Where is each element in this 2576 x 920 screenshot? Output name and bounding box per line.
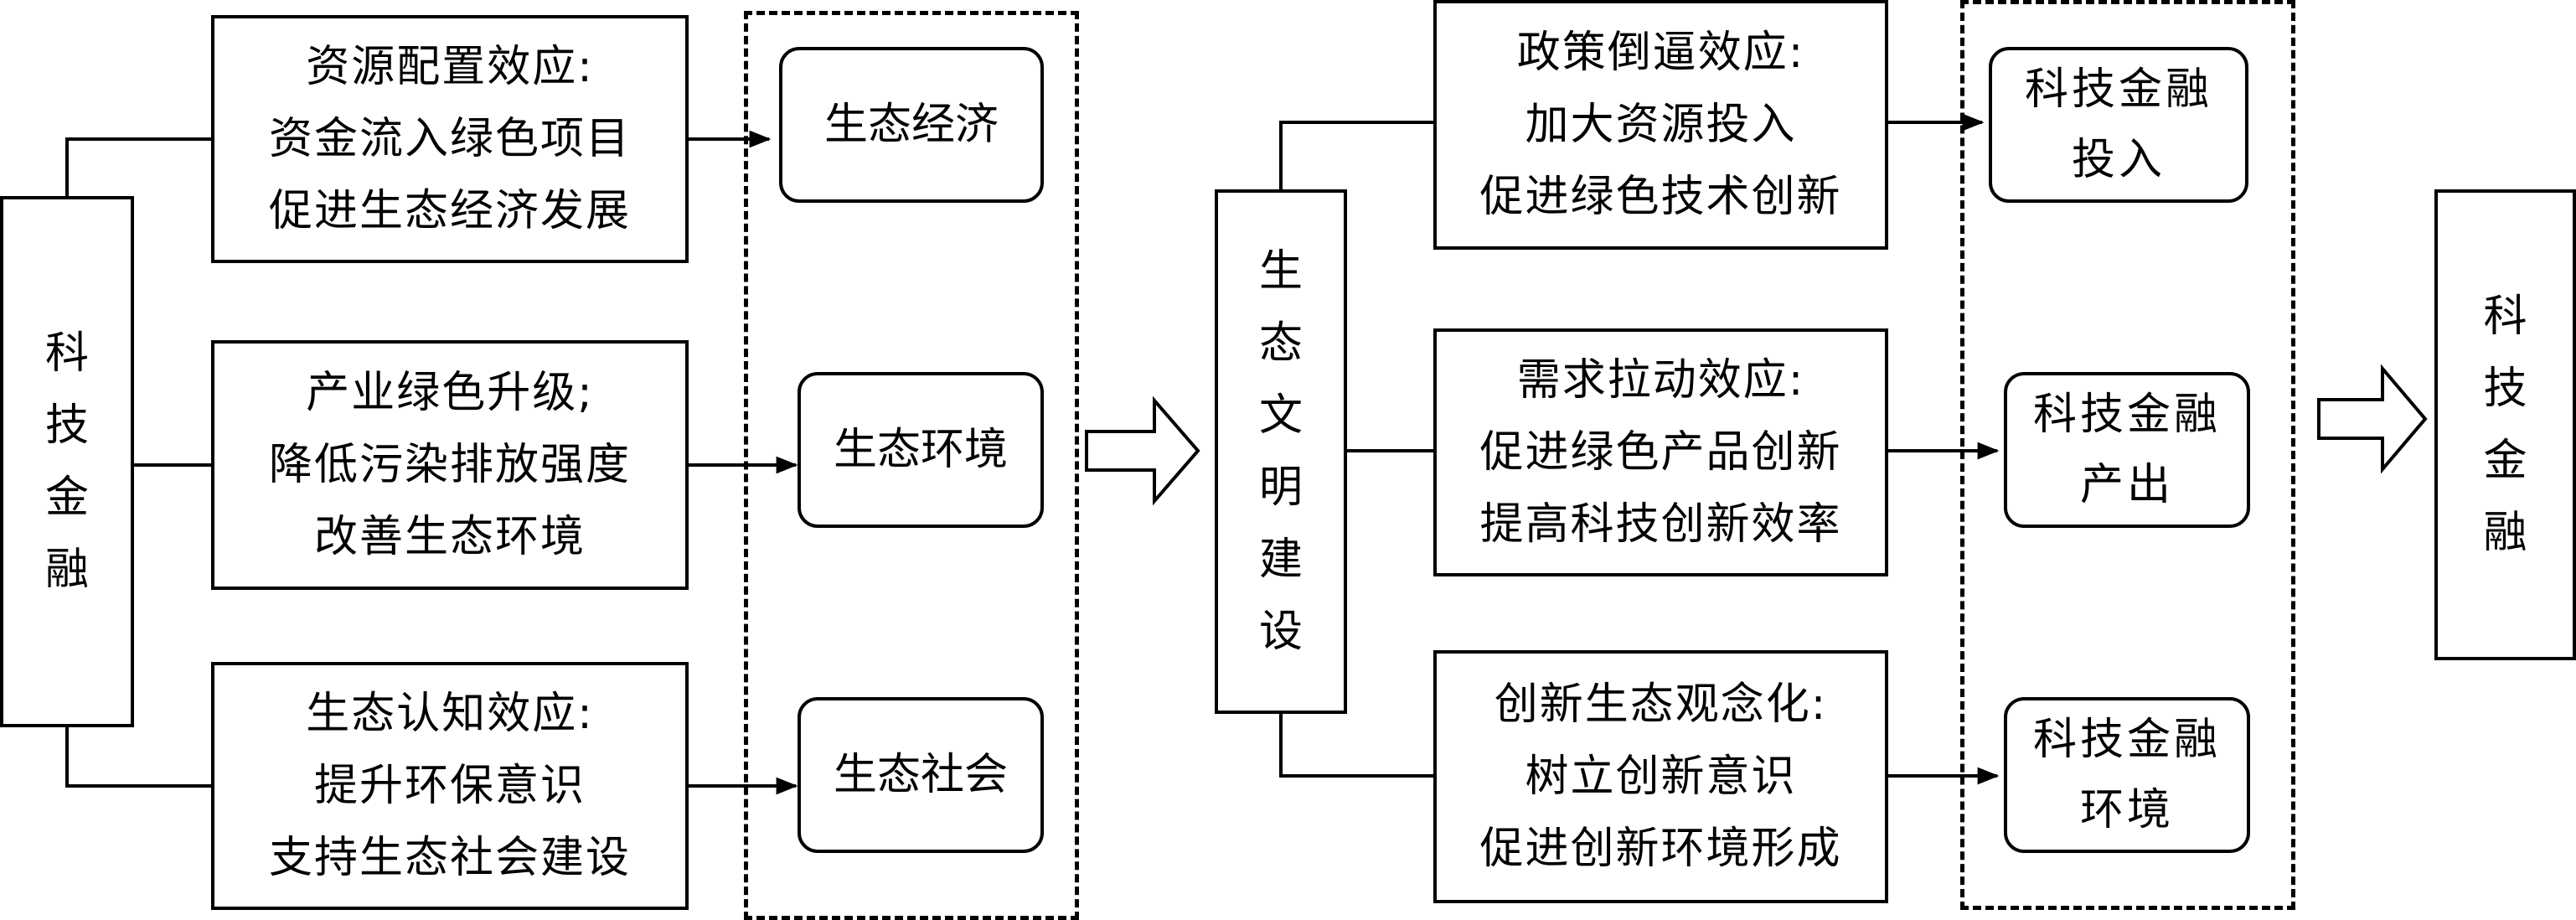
source-char: 融 [44, 545, 89, 595]
tree-connector-center-bottom [1279, 714, 1433, 778]
mechanism-line: 提升环保意识 [313, 761, 586, 811]
center-char: 建 [1258, 535, 1303, 585]
mechanism-line: 支持生态社会建设 [268, 833, 631, 883]
target-char: 融 [2483, 508, 2527, 558]
mechanism-line: 改善生态环境 [313, 512, 586, 562]
mechanism-line: 资金流入绿色项目 [268, 114, 631, 164]
mechanism-line: 促进绿色技术创新 [1479, 172, 1842, 222]
mechanism-resource-allocation: 资源配置效应: 资金流入绿色项目 促进生态经济发展 [211, 15, 689, 263]
outcome-label: 生态社会 [833, 750, 1008, 800]
outcome-label: 生态环境 [833, 425, 1008, 475]
mechanism-title: 资源配置效应: [306, 42, 594, 92]
mechanism-line: 树立创新意识 [1525, 752, 1797, 802]
target-char: 金 [2483, 436, 2527, 486]
mechanism-industry-upgrade: 产业绿色升级; 降低污染排放强度 改善生态环境 [211, 340, 689, 590]
mechanism-title: 产业绿色升级; [306, 368, 594, 418]
outcome-label: 投入 [2071, 135, 2166, 185]
source-char: 科 [44, 328, 89, 379]
mechanism-line: 提高科技创新效率 [1479, 499, 1842, 550]
outcome-label: 产出 [2079, 460, 2174, 510]
source-tech-finance: 科 技 金 融 [0, 196, 134, 727]
mechanism-line: 加大资源投入 [1525, 100, 1797, 150]
outcome-eco-environment: 生态环境 [798, 372, 1044, 528]
mechanism-line: 促进生态经济发展 [268, 186, 631, 236]
mechanism-innovation-concept: 创新生态观念化: 树立创新意识 促进创新环境形成 [1433, 650, 1888, 903]
mechanism-title: 需求拉动效应: [1516, 355, 1805, 406]
mechanism-line: 促进绿色产品创新 [1479, 427, 1842, 478]
big-arrow-right [2317, 364, 2428, 474]
mechanism-demand-pull: 需求拉动效应: 促进绿色产品创新 提高科技创新效率 [1433, 328, 1888, 576]
eco-outcomes-group [744, 11, 1079, 920]
tree-connector-center-top [1279, 121, 1433, 189]
outcome-tech-finance-environment: 科技金融 环境 [2004, 697, 2250, 853]
outcome-label: 科技金融 [2024, 65, 2212, 115]
center-char: 态 [1258, 318, 1303, 369]
outcome-label: 环境 [2079, 785, 2174, 835]
target-tech-finance: 科 技 金 融 [2434, 189, 2576, 660]
center-char: 文 [1258, 390, 1303, 441]
center-char: 生 [1258, 246, 1303, 297]
source-char: 技 [44, 401, 89, 451]
mechanism-title: 政策倒逼效应: [1516, 28, 1805, 78]
target-char: 技 [2483, 364, 2527, 414]
center-char: 明 [1258, 463, 1303, 513]
mechanism-line: 降低污染排放强度 [268, 440, 631, 490]
center-char: 设 [1258, 607, 1303, 657]
mechanism-eco-cognition: 生态认知效应: 提升环保意识 支持生态社会建设 [211, 662, 689, 910]
mechanism-title: 生态认知效应: [306, 689, 594, 739]
big-arrow-left [1085, 395, 1200, 506]
tree-connector-left-bottom [65, 727, 211, 788]
mechanism-policy-forcing: 政策倒逼效应: 加大资源投入 促进绿色技术创新 [1433, 0, 1888, 250]
outcome-label: 科技金融 [2032, 715, 2221, 765]
outcome-label: 科技金融 [2032, 390, 2221, 440]
mechanism-line: 促进创新环境形成 [1479, 824, 1842, 874]
center-eco-civilization: 生 态 文 明 建 设 [1215, 189, 1347, 714]
outcome-tech-finance-input: 科技金融 投入 [1989, 47, 2248, 203]
outcome-eco-economy: 生态经济 [779, 47, 1044, 203]
mechanism-title: 创新生态观念化: [1494, 680, 1828, 730]
target-char: 科 [2483, 292, 2527, 342]
tree-connector-left [65, 137, 211, 196]
outcome-tech-finance-output: 科技金融 产出 [2004, 372, 2250, 528]
outcome-label: 生态经济 [823, 100, 999, 150]
source-char: 金 [44, 473, 89, 523]
tech-outcomes-group [1960, 0, 2295, 910]
outcome-eco-society: 生态社会 [798, 697, 1044, 853]
